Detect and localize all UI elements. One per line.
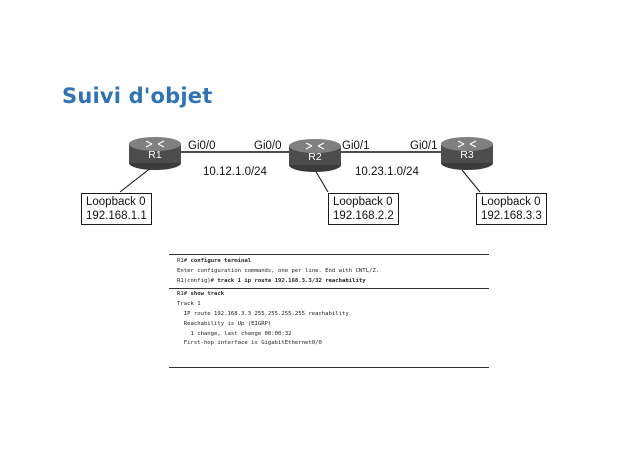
router-r1: R1 [129,137,181,170]
loopback-ip: 192.168.1.1 [86,210,147,222]
loopback-ip: 192.168.3.3 [481,210,542,222]
router-r2: R2 [289,139,341,172]
link-subnet-r1-r2: 10.12.1.0/24 [203,166,268,178]
cli-line: R1(config)# track 1 ip route 192.168.3.3… [177,277,366,284]
iface-label-r3-gi0-1: Gi0/1 [410,140,438,152]
cli-output: R1# configure terminal Enter configurati… [169,254,489,368]
loopback-name: Loopback 0 [86,196,146,208]
cli-line: IP route 192.168.3.3 255.255.255.255 rea… [177,310,349,317]
router-label-r2: R2 [308,151,322,163]
cli-line: Enter configuration commands, one per li… [177,267,380,274]
loopback-leader-r1 [119,166,153,193]
loopback-ip: 192.168.2.2 [333,210,394,222]
loopback-box-r3: Loopback 0 192.168.3.3 [476,193,547,225]
iface-label-r2-gi0-1: Gi0/1 [342,140,370,152]
link-subnet-r2-r3: 10.23.1.0/24 [355,166,420,178]
loopback-leader-r3 [461,169,481,193]
iface-label-r1-gi0-0: Gi0/0 [188,140,216,152]
router-label-r1: R1 [148,149,162,161]
cli-line: R1# configure terminal [177,258,252,264]
cli-line: First-hop interface is GigabitEthernet0/… [177,340,322,347]
loopback-name: Loopback 0 [333,196,393,208]
loopback-box-r2: Loopback 0 192.168.2.2 [328,193,399,225]
router-label-r3: R3 [460,149,474,161]
iface-label-r2-gi0-0: Gi0/0 [254,140,282,152]
page-title: Suivi d'objet [62,84,213,108]
cli-separator [169,288,489,290]
cli-line: Track 1 [177,301,201,308]
cli-line: Reachability is Up (EIGRP) [177,320,272,327]
loopback-box-r1: Loopback 0 192.168.1.1 [81,193,152,225]
cli-line: 1 change, last change 00:00:32 [177,330,292,337]
router-r3: R3 [441,137,493,170]
loopback-leader-r2 [314,169,329,193]
cli-line: R1# show track [177,291,225,298]
loopback-name: Loopback 0 [481,196,541,208]
